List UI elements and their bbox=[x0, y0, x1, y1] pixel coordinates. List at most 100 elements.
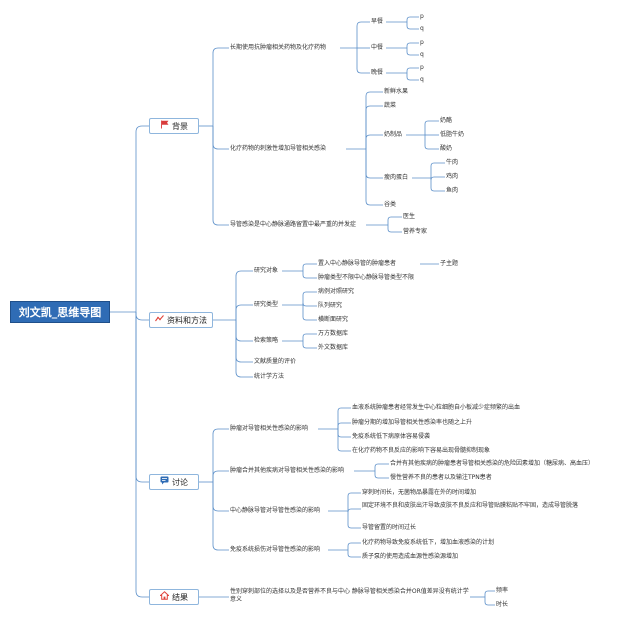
node-chicken[interactable]: 鸡肉 bbox=[446, 173, 459, 180]
node-cross-sectional[interactable]: 横断面研究 bbox=[318, 316, 349, 323]
node-tumor-1[interactable]: 血液系统肿瘤患者经常发生中心粒细胞自小板减少症频繁的出血 bbox=[352, 404, 521, 411]
node-immune-2[interactable]: 质子泵的使用造成血源性感染源增加 bbox=[362, 553, 459, 560]
node-leaf[interactable]: q bbox=[420, 51, 424, 58]
connector-line bbox=[337, 422, 351, 429]
node-grains[interactable]: 谷类 bbox=[384, 201, 397, 208]
node-dinner[interactable]: 晚餐 bbox=[371, 69, 384, 76]
node-search-strategy[interactable]: 检索策略 bbox=[254, 337, 279, 344]
section-results-label: 结果 bbox=[172, 592, 188, 602]
section-background[interactable]: 背景 bbox=[149, 118, 199, 134]
connector-line bbox=[430, 178, 445, 192]
node-leaf[interactable]: q bbox=[420, 76, 424, 83]
root-node[interactable]: 刘文凯_思维导图 bbox=[10, 301, 110, 323]
node-yogurt[interactable]: 酸奶 bbox=[440, 145, 453, 152]
connector-line bbox=[212, 482, 229, 551]
node-tumor-3[interactable]: 免疫系统低下病原体容易侵袭 bbox=[352, 433, 431, 440]
node-cvc-3[interactable]: 导管留置的时间过长 bbox=[362, 524, 417, 531]
connector-line bbox=[347, 508, 361, 513]
connector-line bbox=[235, 320, 253, 378]
connector-line bbox=[347, 542, 361, 550]
node-tumor-2[interactable]: 肿瘤分期的增加导管相关性感染率也随之上升 bbox=[352, 419, 473, 426]
connector-line bbox=[365, 149, 383, 206]
section-discussion-label: 讨论 bbox=[172, 477, 188, 487]
connector-line bbox=[212, 470, 229, 482]
node-tumor-4[interactable]: 在化疗药物不良反应的影响下容易出现骨髓抑制现象 bbox=[352, 447, 491, 454]
node-comorbid-1[interactable]: 合并有其他疾病的肿瘤患者导管相关感染的危险因素增加（糖尿病、高血压） bbox=[390, 460, 595, 467]
connector-line bbox=[365, 91, 383, 149]
node-immune-effect[interactable]: 免疫系统损伤对导管性感染的影响 bbox=[230, 546, 321, 553]
node-fish[interactable]: 鱼肉 bbox=[446, 187, 459, 194]
node-wanfang[interactable]: 万方数据库 bbox=[318, 330, 349, 337]
connector-line bbox=[406, 42, 419, 48]
connector-line bbox=[135, 312, 149, 598]
node-nutritionist[interactable]: 营养专家 bbox=[403, 228, 428, 235]
node-quality-eval[interactable]: 文献质量的评价 bbox=[254, 358, 297, 365]
connector-line bbox=[406, 48, 419, 56]
node-beef[interactable]: 牛肉 bbox=[446, 159, 459, 166]
section-discussion[interactable]: 讨论 bbox=[149, 474, 199, 490]
connector-line bbox=[302, 271, 317, 279]
node-subtopic[interactable]: 子主题 bbox=[440, 260, 459, 267]
node-subject-a[interactable]: 置入中心静脉导管的肿瘤患者 bbox=[318, 260, 397, 267]
connector-line bbox=[212, 482, 229, 512]
node-duration[interactable]: 时长 bbox=[496, 601, 509, 608]
node-study-type[interactable]: 研究类型 bbox=[254, 301, 279, 308]
connector-line bbox=[430, 162, 445, 178]
node-stats-methods[interactable]: 统计学方法 bbox=[254, 373, 285, 380]
node-subject-b[interactable]: 肿瘤类型不限中心静脉导管类型不限 bbox=[318, 274, 415, 281]
node-chemo-infection[interactable]: 化疗药物的刺激性增加导管相关感染 bbox=[230, 145, 327, 152]
node-case-control[interactable]: 病例对照研究 bbox=[318, 288, 355, 295]
node-leaf[interactable]: p bbox=[420, 39, 424, 46]
connector-line bbox=[424, 135, 439, 150]
node-breakfast[interactable]: 早餐 bbox=[371, 18, 384, 25]
connector-line bbox=[337, 429, 351, 438]
connector-line bbox=[135, 312, 149, 483]
node-cheese[interactable]: 奶酪 bbox=[440, 117, 453, 124]
section-methods[interactable]: 资料和方法 bbox=[149, 312, 213, 328]
node-leaf[interactable]: p bbox=[420, 64, 424, 71]
node-cvc-effect[interactable]: 中心静脉导管对导管性感染的影响 bbox=[230, 507, 321, 514]
node-tumor-effect[interactable]: 肿瘤对导管相关性感染的影响 bbox=[230, 425, 309, 432]
section-results[interactable]: 结果 bbox=[149, 589, 199, 605]
connector-line bbox=[406, 67, 419, 73]
node-study-subjects[interactable]: 研究对象 bbox=[254, 267, 279, 274]
node-dairy[interactable]: 奶制品 bbox=[384, 131, 403, 138]
node-long-term-meds[interactable]: 长期使用抗肿瘤相关药物及化疗药物 bbox=[230, 44, 327, 51]
connector-line bbox=[406, 16, 419, 22]
node-comorbid-2[interactable]: 慢性营养不良的患者以及输注TPN患者 bbox=[390, 474, 492, 481]
node-cvc-2[interactable]: 固定环境不良和皮肤出汗导致皮肤不良反应和导管贴膜粘贴不牢固，造成导管脱落 bbox=[362, 502, 579, 509]
node-immune-1[interactable]: 化疗药物导致免疫系统低下，增加血液感染的计划 bbox=[362, 539, 495, 546]
node-cohort[interactable]: 队列研究 bbox=[318, 302, 343, 309]
node-lowfat-milk[interactable]: 低脂牛奶 bbox=[440, 131, 465, 138]
node-leaf[interactable]: p bbox=[420, 13, 424, 20]
node-vegetables[interactable]: 蔬菜 bbox=[384, 102, 397, 109]
node-results-main[interactable]: 性别穿刺部位的选择以及是否营养不良与中心 静脉导管相关感染合并OR值差异没有统计… bbox=[230, 588, 469, 603]
connector-line bbox=[212, 428, 229, 482]
node-cvc-1[interactable]: 穿刺时间长，无菌物品暴露在外的时间增加 bbox=[362, 489, 477, 496]
connector-line bbox=[365, 149, 383, 179]
connector-line bbox=[302, 302, 317, 307]
root-label: 刘文凯_思维导图 bbox=[18, 306, 102, 319]
node-comorbid-effect[interactable]: 肿瘤合并其他疾病对导管相关性感染的影响 bbox=[230, 467, 345, 474]
node-frequency[interactable]: 频率 bbox=[496, 587, 509, 594]
connector-line bbox=[302, 291, 317, 305]
connector-line bbox=[135, 125, 149, 312]
flag-icon bbox=[160, 120, 169, 132]
node-doctor[interactable]: 医生 bbox=[403, 213, 416, 220]
connector-line bbox=[302, 305, 317, 321]
connector-line bbox=[337, 429, 351, 452]
comment-icon bbox=[160, 476, 169, 488]
node-cvc-complication[interactable]: 导管感染是中心静脉通路留置中最严重的并发症 bbox=[230, 221, 357, 228]
connector-line bbox=[365, 105, 383, 149]
node-fresh-fruit[interactable]: 新鲜水果 bbox=[384, 88, 409, 95]
connector-line bbox=[356, 48, 370, 74]
connector-line bbox=[356, 21, 370, 48]
node-foreign-db[interactable]: 外文数据库 bbox=[318, 344, 349, 351]
connector-line bbox=[347, 550, 361, 558]
node-leaf[interactable]: q bbox=[420, 25, 424, 32]
connector-line bbox=[212, 126, 229, 150]
connector-line bbox=[347, 511, 361, 529]
node-lunch[interactable]: 中餐 bbox=[371, 44, 384, 51]
node-lean-protein[interactable]: 瘦肉蛋白 bbox=[384, 174, 409, 181]
connector-line bbox=[235, 320, 253, 342]
